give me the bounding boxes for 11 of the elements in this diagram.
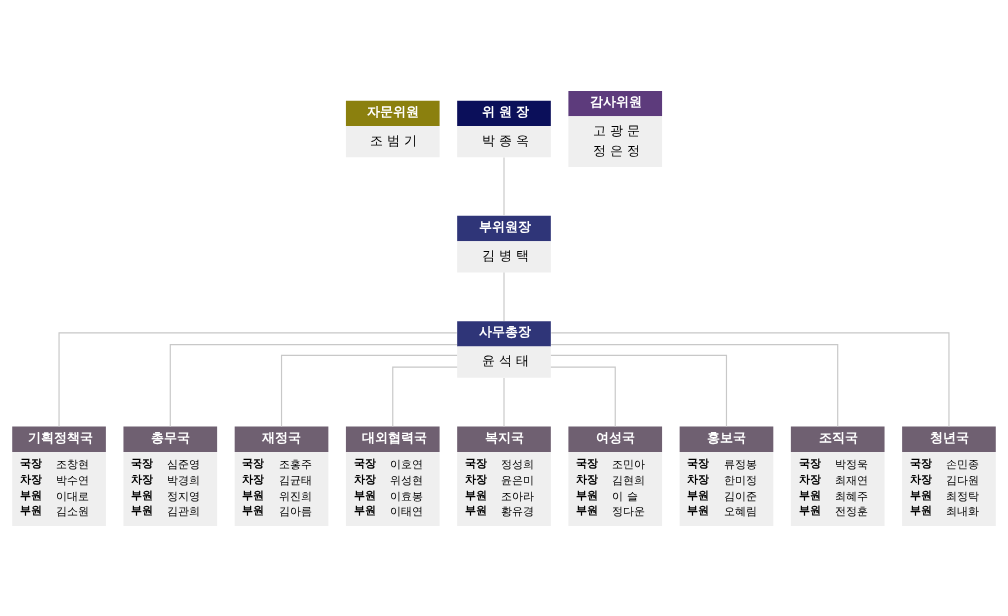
connector [392,365,458,427]
connector [169,343,458,427]
connector [280,354,458,427]
connector [550,365,616,427]
connector [503,376,505,427]
connector [550,331,950,427]
connector [503,271,505,322]
connector [58,331,458,427]
connector [503,156,505,216]
connector [550,354,728,427]
connector [550,343,839,427]
